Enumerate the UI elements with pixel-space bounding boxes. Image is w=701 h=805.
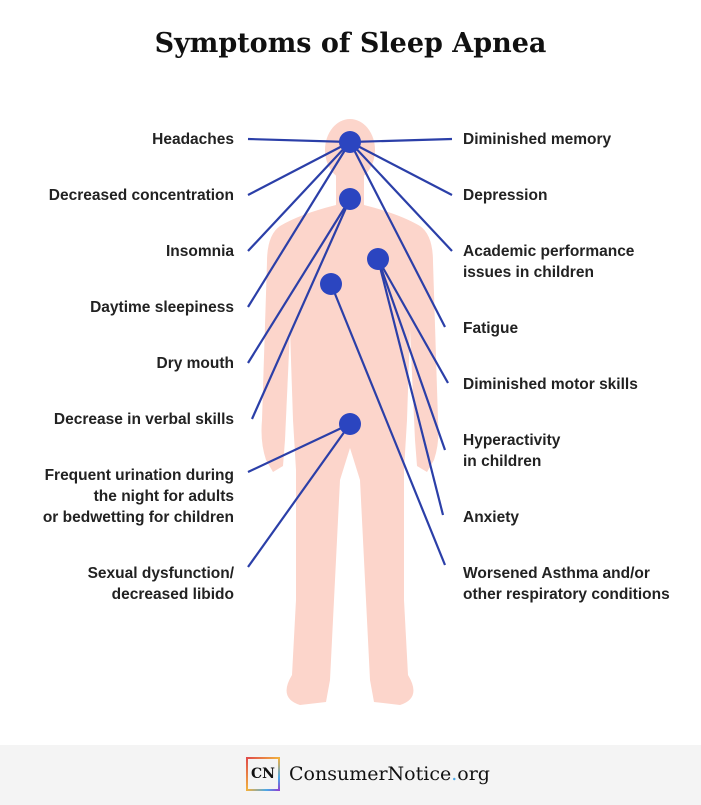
label-line: the night for adults bbox=[93, 488, 234, 505]
symptom-label: Dry mouth bbox=[156, 355, 235, 372]
throat-dot bbox=[339, 188, 361, 210]
symptom-label: Fatigue bbox=[463, 320, 519, 337]
connector-lines bbox=[247, 137, 453, 568]
label-line: Frequent urination during bbox=[44, 467, 234, 484]
brand: ConsumerNotice bbox=[289, 763, 452, 785]
symptom-label: Frequent urination during the night for … bbox=[43, 465, 234, 528]
label-line: Hyperactivity bbox=[463, 432, 561, 449]
label-line: issues in children bbox=[463, 264, 594, 281]
pelvis-dot bbox=[339, 413, 361, 435]
label-line: Sexual dysfunction/ bbox=[87, 565, 234, 582]
page-title: Symptoms of Sleep Apnea bbox=[154, 28, 547, 59]
symptom-label: Worsened Asthma and/or other respiratory… bbox=[463, 563, 670, 605]
label-line: in children bbox=[463, 453, 542, 470]
symptom-label: Hyperactivity in children bbox=[463, 430, 560, 472]
symptom-label: Decreased concentration bbox=[48, 187, 234, 204]
symptom-label: Anxiety bbox=[463, 509, 519, 526]
symptom-label: Diminished motor skills bbox=[463, 376, 638, 393]
brand-name: ConsumerNotice.org bbox=[289, 763, 490, 785]
symptom-label: Insomnia bbox=[165, 243, 234, 260]
symptom-label: Diminished memory bbox=[463, 131, 612, 148]
label-line: Worsened Asthma and/or bbox=[463, 565, 650, 582]
heart-dot bbox=[367, 248, 389, 270]
footer: CN ConsumerNotice.org bbox=[0, 745, 701, 805]
label-line: decreased libido bbox=[111, 586, 234, 603]
symptom-label: Daytime sleepiness bbox=[90, 299, 234, 316]
body-diagram bbox=[247, 119, 453, 705]
symptom-label: Decrease in verbal skills bbox=[53, 411, 234, 428]
label-line: other respiratory conditions bbox=[463, 586, 670, 603]
symptom-label: Sexual dysfunction/ decreased libido bbox=[88, 563, 234, 605]
label-line: Academic performance bbox=[463, 243, 635, 260]
head-dot bbox=[339, 131, 361, 153]
symptom-label: Depression bbox=[463, 187, 548, 204]
brand-dot: . bbox=[451, 763, 458, 785]
logo-mark: CN bbox=[246, 757, 280, 791]
symptom-label: Academic performance issues in children bbox=[463, 241, 634, 283]
brand-tld: org bbox=[457, 763, 490, 785]
symptom-label: Headaches bbox=[152, 131, 234, 148]
lung-dot bbox=[320, 273, 342, 295]
label-line: or bedwetting for children bbox=[42, 509, 234, 526]
